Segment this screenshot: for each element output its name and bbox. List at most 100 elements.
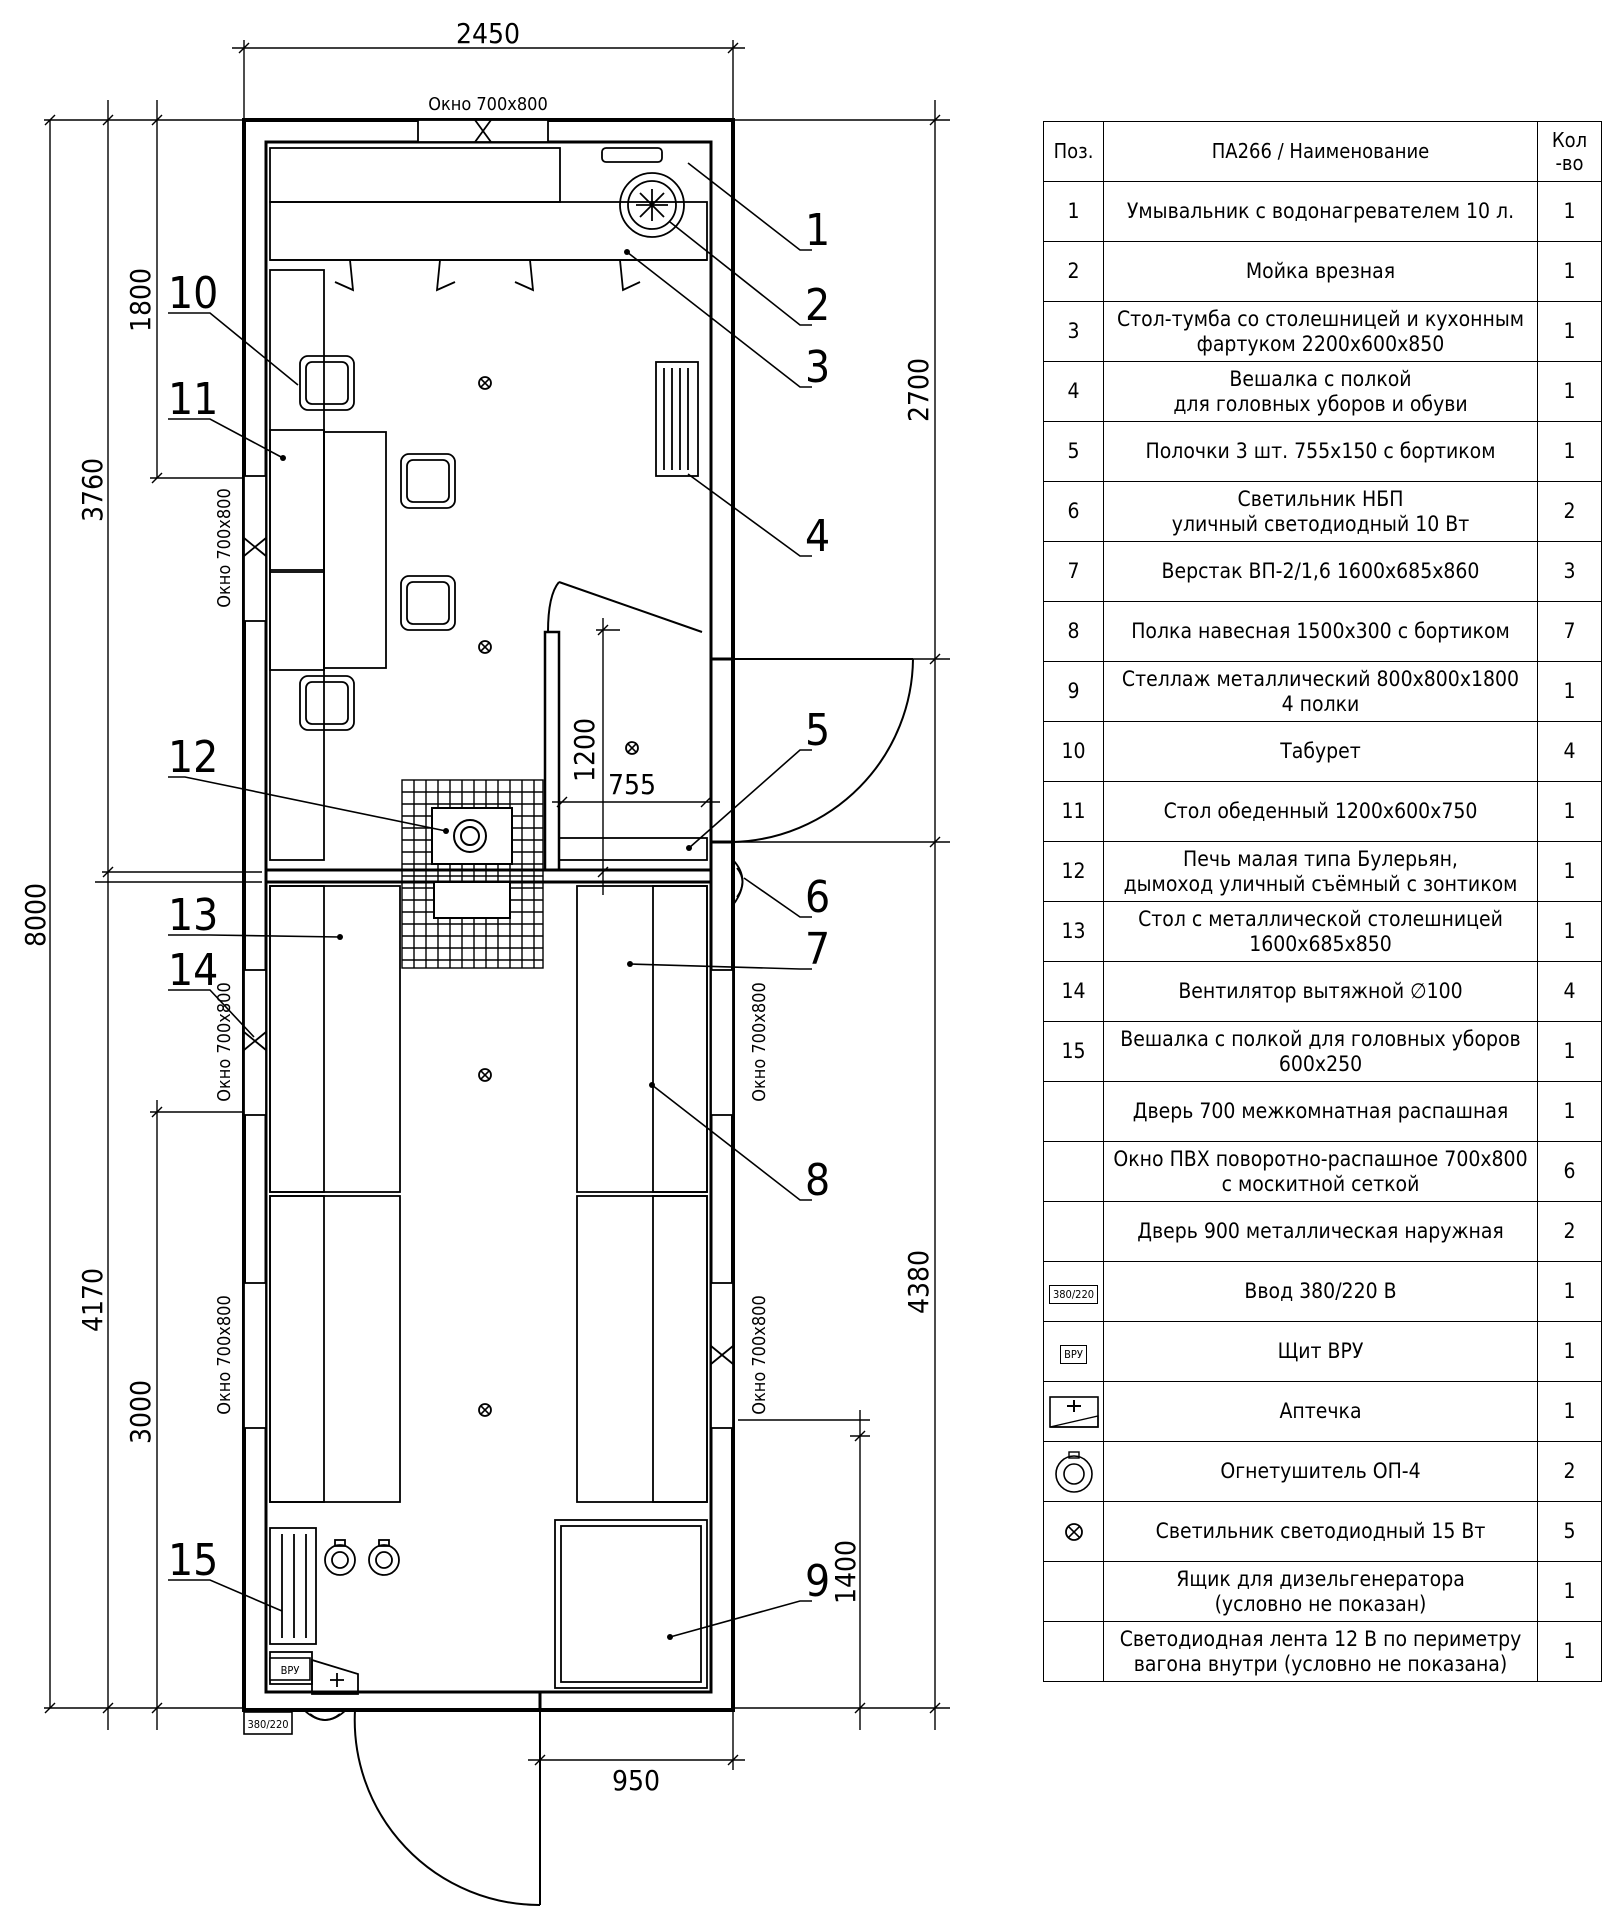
spec-qty-cell: 2 [1537,481,1602,542]
spec-header-row: Поз. ПА266 / Наименование Кол -во [1043,121,1602,182]
callout-9: 9 [805,1556,830,1607]
dim-bottom-right: 1400 [829,1540,862,1604]
spec-name-cell: Полка навесная 1500х300 с бортиком [1103,601,1538,662]
floor-plan: ВРУ 380/220 2450 8000 3760 1800 4170 300… [19,17,950,1907]
floor-plan-drawing: ВРУ 380/220 2450 8000 3760 1800 4170 300… [19,17,950,1907]
leader-lines [168,162,812,1638]
dim-left-lower-inner: 3000 [124,1380,157,1444]
spec-pos-cell: 2 [1043,241,1104,302]
spec-name-cell: Печь малая типа Булерьян, дымоход уличны… [1103,841,1538,902]
window-label-right-1: Окно 700х800 [749,982,770,1102]
spec-qty-cell: 5 [1537,1501,1602,1562]
spec-name-cell: Вентилятор вытяжной ∅100 [1103,961,1538,1022]
callout-3: 3 [805,342,830,393]
spec-pos-cell [1043,1621,1104,1682]
callout-1: 1 [805,205,830,256]
callout-14: 14 [168,945,218,996]
spec-qty-cell: 1 [1537,421,1602,482]
vru-panel-label: ВРУ [281,1664,300,1677]
spec-qty-cell: 1 [1537,181,1602,242]
panel-badge-text: ВРУ [1060,1345,1087,1364]
extinguishers [324,1539,400,1576]
spec-name-cell: Стеллаж металлический 800х800х1800 4 пол… [1103,661,1538,722]
spec-name-cell: Стол с металлической столешницей 1600х68… [1103,901,1538,962]
spec-qty-cell: 1 [1537,1621,1602,1682]
callout-8: 8 [805,1155,830,1206]
spec-qty-cell: 3 [1537,541,1602,602]
spec-qty-cell: 2 [1537,1441,1602,1502]
lamp-icon [1043,1501,1104,1562]
spec-name-cell: Ящик для дизельгенератора (условно не по… [1103,1561,1538,1622]
panel-boxes [243,1657,311,1735]
callout-15: 15 [168,1535,218,1586]
spec-qty-cell: 1 [1537,1021,1602,1082]
spec-pos-cell: 12 [1043,841,1104,902]
dining-furniture [299,355,708,861]
spec-qty-cell: 6 [1537,1141,1602,1202]
spec-pos-cell: 7 [1043,541,1104,602]
spec-qty-cell: 4 [1537,961,1602,1022]
workshop-furniture [269,885,708,1695]
callout-7: 7 [805,924,830,975]
spec-header-qty: Кол -во [1537,121,1602,182]
callout-13: 13 [168,890,218,941]
panel-badge: ВРУ [1043,1321,1104,1382]
spec-name-cell: Мойка врезная [1103,241,1538,302]
window-label-left-3: Окно 700х800 [214,1295,235,1415]
spec-name-cell: Вешалка с полкой для головных уборов 600… [1103,1021,1538,1082]
callout-11: 11 [168,374,218,425]
spec-qty-cell: 1 [1537,361,1602,422]
dim-left-upper: 3760 [76,458,109,522]
spec-pos-cell: 11 [1043,781,1104,842]
spec-qty-cell: 1 [1537,781,1602,842]
input-badge: 380/220 [1043,1261,1104,1322]
spec-name-cell: Стол-тумба со столешницей и кухонным фар… [1103,301,1538,362]
spec-qty-cell: 1 [1537,901,1602,962]
spec-pos-cell: 10 [1043,721,1104,782]
spec-pos-cell: 1 [1043,181,1104,242]
spec-qty-cell: 1 [1537,661,1602,722]
callout-12: 12 [168,732,218,783]
spec-qty-cell: 1 [1537,1081,1602,1142]
spec-qty-cell: 1 [1537,241,1602,302]
spec-pos-cell [1043,1561,1104,1622]
spec-name-cell: Аптечка [1103,1381,1538,1442]
spec-name-cell: Умывальник с водонагревателем 10 л. [1103,181,1538,242]
dim-left-upper-inner: 1800 [124,268,157,332]
callout-5: 5 [805,705,830,756]
spec-qty-cell: 4 [1537,721,1602,782]
dim-left-lower: 4170 [76,1268,109,1332]
callout-6: 6 [805,872,830,923]
spec-qty-cell: 2 [1537,1201,1602,1262]
callout-10: 10 [168,268,218,319]
spec-qty-cell: 1 [1537,841,1602,902]
window-label-left-1: Окно 700х800 [214,488,235,608]
callout-2: 2 [805,280,830,331]
spec-name-cell: Щит ВРУ [1103,1321,1538,1382]
spec-name-cell: Ввод 380/220 В [1103,1261,1538,1322]
spec-pos-cell: 4 [1043,361,1104,422]
extinguisher-icon [1043,1441,1104,1502]
spec-name-cell: Верстак ВП-2/1,6 1600х685х860 [1103,541,1538,602]
kitchen-counter [269,147,708,861]
spec-qty-cell: 1 [1537,301,1602,362]
leader-dots [280,249,692,1640]
spec-pos-cell: 6 [1043,481,1104,542]
window-label-left-2: Окно 700х800 [214,982,235,1102]
spec-qty-cell: 1 [1537,1561,1602,1622]
